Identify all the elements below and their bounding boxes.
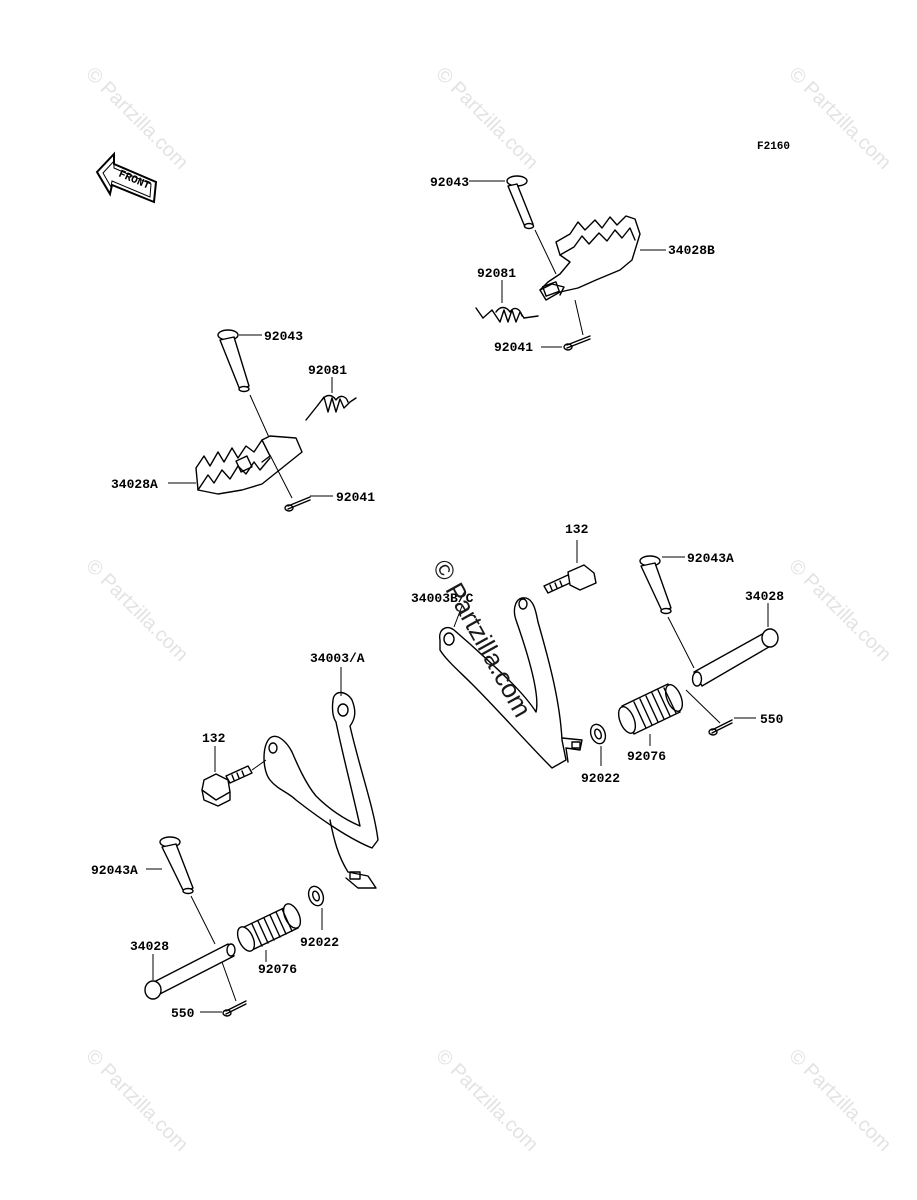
- callout-550: 550: [760, 712, 784, 727]
- cotter-pin-550-icon: [708, 719, 733, 736]
- spring-92081-icon: [475, 306, 539, 323]
- step-bracket-assembly-right: 132 34003B/C 92043A 34028: [411, 522, 784, 786]
- callout-92022: 92022: [300, 935, 339, 950]
- pin-92043-icon: [217, 329, 250, 393]
- bolt-132-icon: [543, 564, 597, 594]
- callout-92041: 92041: [336, 490, 375, 505]
- step-bracket-assembly-left: 34003/A 132 92043A 34028: [91, 651, 379, 1021]
- watermark: © Partzilla.com: [81, 555, 192, 666]
- callout-92043a: 92043A: [91, 863, 138, 878]
- washer-92022-icon: [307, 885, 325, 907]
- footpeg-34028a-icon: [195, 435, 303, 495]
- callout-92076: 92076: [627, 749, 666, 764]
- bolt-132-icon: [201, 765, 253, 807]
- callout-34028b: 34028B: [668, 243, 715, 258]
- pin-92043a-icon: [159, 836, 194, 895]
- callout-132: 132: [565, 522, 589, 537]
- cotter-pin-92041-icon: [284, 496, 311, 512]
- watermark: © Partzilla.com: [784, 555, 895, 666]
- callout-34003a: 34003/A: [310, 651, 365, 666]
- footpeg-assembly-left-upper: 92043 92081 34028A 92041: [111, 329, 375, 512]
- pin-92043a-icon: [639, 555, 672, 615]
- callout-34003bc: 34003B/C: [411, 591, 474, 606]
- rubber-92076-icon: [617, 683, 684, 735]
- callout-34028: 34028: [130, 939, 169, 954]
- rubber-92076-icon: [236, 903, 302, 952]
- pin-34028-icon: [691, 628, 779, 687]
- callout-92081: 92081: [308, 363, 347, 378]
- spring-92081-icon: [305, 394, 357, 421]
- watermark: © Partzilla.com: [784, 1045, 895, 1156]
- watermark: © Partzilla.com: [81, 63, 192, 174]
- callout-92081: 92081: [477, 266, 516, 281]
- pin-92043-icon: [506, 175, 535, 230]
- watermark: © Partzilla.com: [431, 63, 542, 174]
- watermark: © Partzilla.com: [81, 1045, 192, 1156]
- watermark: © Partzilla.com: [784, 63, 895, 174]
- callout-34028a: 34028A: [111, 477, 158, 492]
- callout-92022: 92022: [581, 771, 620, 786]
- watermark-group: © Partzilla.com © Partzilla.com © Partzi…: [81, 63, 895, 1156]
- cotter-pin-92041-icon: [563, 335, 591, 351]
- cotter-pin-550-icon: [222, 1000, 247, 1017]
- callout-92043: 92043: [264, 329, 303, 344]
- callout-92041: 92041: [494, 340, 533, 355]
- callout-34028: 34028: [745, 589, 784, 604]
- pin-34028-icon: [144, 943, 236, 1000]
- front-arrow-icon: FRONT: [95, 151, 158, 204]
- callout-132: 132: [202, 731, 226, 746]
- bracket-34003a-icon: [263, 691, 379, 889]
- footpeg-34028b-icon: [539, 215, 641, 301]
- bracket-34003bc-icon: [439, 597, 583, 769]
- callout-550: 550: [171, 1006, 195, 1021]
- callout-92076: 92076: [258, 962, 297, 977]
- footpeg-assembly-right-upper: 92043 34028B 92081 92041: [430, 175, 715, 355]
- watermark: © Partzilla.com: [431, 1045, 542, 1156]
- washer-92022-icon: [589, 723, 607, 745]
- callout-92043: 92043: [430, 175, 469, 190]
- figure-code: F2160: [757, 141, 790, 153]
- callout-92043a: 92043A: [687, 551, 734, 566]
